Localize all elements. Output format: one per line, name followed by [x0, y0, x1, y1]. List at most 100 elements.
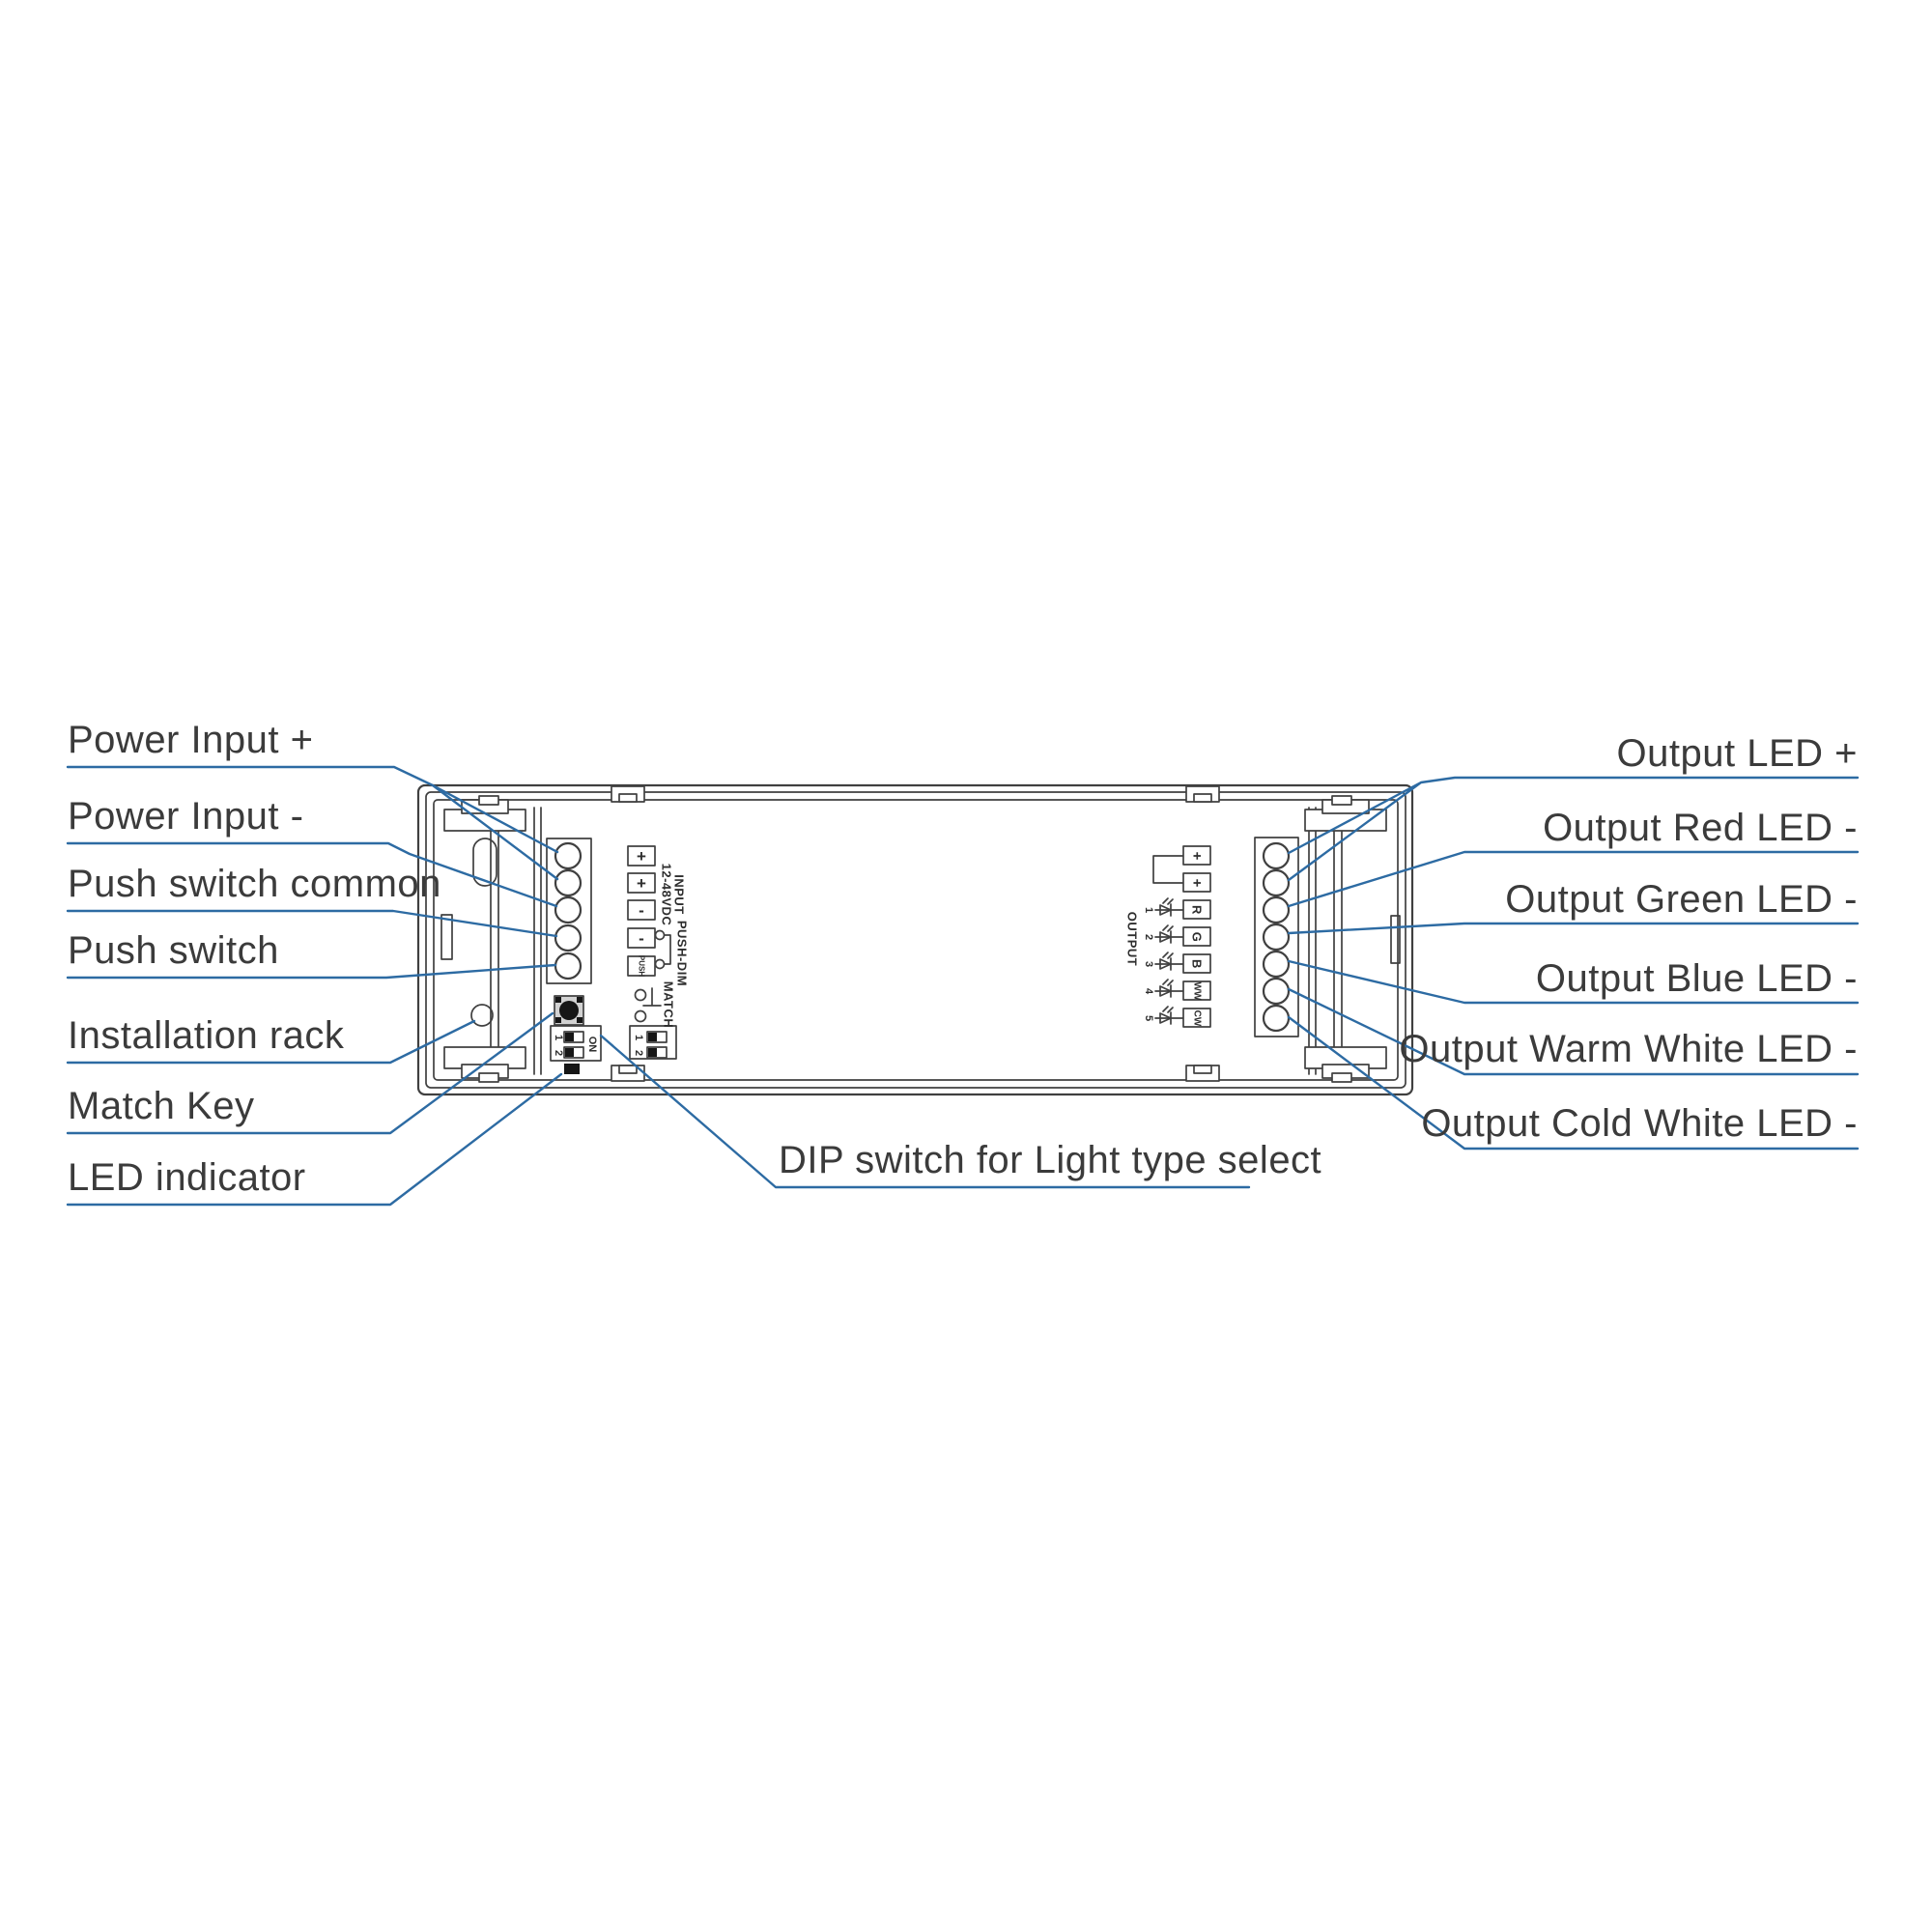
input-caption: INPUT: [672, 874, 687, 915]
output-channel-number-5: 5: [1143, 1015, 1154, 1021]
output-channel-number-2: 2: [1143, 934, 1154, 940]
callout-push-switch-common: Push switch common: [68, 863, 441, 905]
output-terminal-green: [1262, 923, 1291, 952]
leader-push-switch: [66, 963, 557, 980]
callout-output-led-plus: Output LED +: [1617, 732, 1858, 775]
input-square-label-2: +: [637, 874, 646, 893]
output-terminal-led-plus-2: [1262, 868, 1291, 897]
led-diode-symbols: [1159, 897, 1174, 1025]
callout-labels: Power Input + Power Input - Push switch …: [68, 719, 1858, 1199]
left-panel-edges: [490, 799, 542, 1081]
output-square-r: R: [1190, 905, 1205, 915]
dip-legend-position-2: 2: [633, 1050, 644, 1056]
output-terminal-warm-white: [1262, 977, 1291, 1006]
output-square-g: G: [1190, 932, 1205, 943]
input-terminal-power-plus-2: [554, 868, 582, 897]
leader-installation-rack: [66, 1019, 476, 1065]
device-silkscreen-text: + + - - PUSH INPUT 12-48VDC PUSH-DIM MAT…: [553, 847, 1206, 1056]
output-caption: OUTPUT: [1125, 912, 1140, 966]
dip-position-1: 1: [553, 1035, 564, 1040]
enclosure-outer-outline: [416, 783, 1414, 1096]
input-square-label-3: -: [639, 901, 644, 920]
leader-push-switch-common: [66, 909, 558, 938]
enclosure-inner-outline: [433, 799, 1399, 1081]
callout-dip-switch: DIP switch for Light type select: [779, 1139, 1321, 1181]
dip-position-2: 2: [553, 1050, 564, 1056]
leader-power-input-plus: [66, 765, 559, 881]
output-channel-legend: [1152, 845, 1211, 1028]
leader-led-indicator: [66, 1072, 563, 1207]
dip-switch: [550, 1025, 602, 1062]
callout-output-cold-white: Output Cold White LED -: [1421, 1102, 1858, 1145]
output-terminal-led-plus-1: [1262, 841, 1291, 870]
right-flange-slot: [1390, 915, 1401, 964]
output-terminal-red: [1262, 895, 1291, 924]
device-drawing: [416, 783, 1414, 1096]
callout-output-warm-white: Output Warm White LED -: [1399, 1028, 1858, 1070]
input-terminal-push: [554, 952, 582, 980]
callout-power-input-plus: Power Input +: [68, 719, 313, 761]
input-square-label-1: +: [637, 847, 646, 866]
callout-push-switch: Push switch: [68, 929, 279, 972]
push-dim-symbol: [654, 929, 671, 970]
rail-tabs: [611, 785, 1220, 1082]
output-terminal-blue: [1262, 950, 1291, 979]
output-plus-bus: [1152, 855, 1184, 884]
leader-lines: [66, 765, 1860, 1207]
leader-output-green: [1287, 922, 1860, 935]
callout-output-red: Output Red LED -: [1543, 807, 1858, 849]
output-terminal-cold-white: [1262, 1004, 1291, 1033]
installation-rack-hole: [470, 1004, 494, 1027]
output-square-ww: WW: [1192, 982, 1203, 1001]
left-panel-oval-slot: [472, 838, 497, 887]
left-top-clip: [443, 795, 526, 832]
callout-output-blue: Output Blue LED -: [1536, 957, 1858, 1000]
input-terminal-block: [546, 838, 592, 984]
leader-output-red: [1287, 850, 1860, 908]
output-square-plus-2: +: [1189, 879, 1206, 888]
dip-legend-position-1: 1: [633, 1035, 644, 1040]
leader-output-cold-white: [1287, 1015, 1860, 1151]
right-bottom-clip: [1304, 1046, 1387, 1083]
left-bottom-clip: [443, 1046, 526, 1083]
input-terminal-power-minus-1: [554, 895, 582, 924]
callout-led-indicator: LED indicator: [68, 1156, 306, 1199]
output-channel-number-4: 4: [1143, 988, 1154, 995]
dip-on-label: ON: [586, 1037, 598, 1053]
input-terminal-power-plus-1: [554, 841, 582, 870]
output-terminal-block: [1254, 837, 1299, 1037]
output-square-plus-1: +: [1189, 852, 1206, 861]
output-label-squares: [1182, 845, 1211, 1028]
callout-match-key: Match Key: [68, 1085, 254, 1127]
push-dim-caption: PUSH-DIM: [675, 921, 690, 986]
output-channel-number-1: 1: [1143, 907, 1154, 913]
input-square-label-4: -: [639, 929, 644, 948]
leader-output-blue: [1287, 959, 1860, 1005]
leader-output-warm-white: [1287, 987, 1860, 1076]
right-panel-edges: [1308, 799, 1343, 1081]
input-label-squares: [627, 845, 656, 977]
callout-power-input-minus: Power Input -: [68, 795, 303, 838]
led-indicator-lamp: [564, 1064, 580, 1074]
output-square-cw: CW: [1192, 1010, 1203, 1027]
output-square-b: B: [1190, 959, 1205, 969]
callout-installation-rack: Installation rack: [68, 1014, 345, 1057]
right-top-clip: [1304, 795, 1387, 832]
input-voltage-caption: 12-48VDC: [660, 864, 674, 926]
match-key-cap: [559, 1001, 579, 1020]
leader-output-led-plus: [1287, 776, 1860, 882]
match-caption: MATCH: [662, 981, 676, 1028]
leader-dip-switch: [599, 1034, 1251, 1189]
output-channel-number-3: 3: [1143, 961, 1154, 967]
input-square-label-push: PUSH: [638, 955, 646, 977]
leader-match-key: [66, 1011, 554, 1135]
match-switch-symbol: [634, 987, 662, 1023]
match-key-button: [554, 995, 584, 1026]
left-panel-slot: [440, 914, 453, 960]
enclosure-mid-outline: [425, 791, 1406, 1089]
input-terminal-push-common: [554, 923, 582, 952]
dip-switch-legend: [629, 1025, 677, 1060]
leader-power-input-minus: [66, 841, 558, 908]
